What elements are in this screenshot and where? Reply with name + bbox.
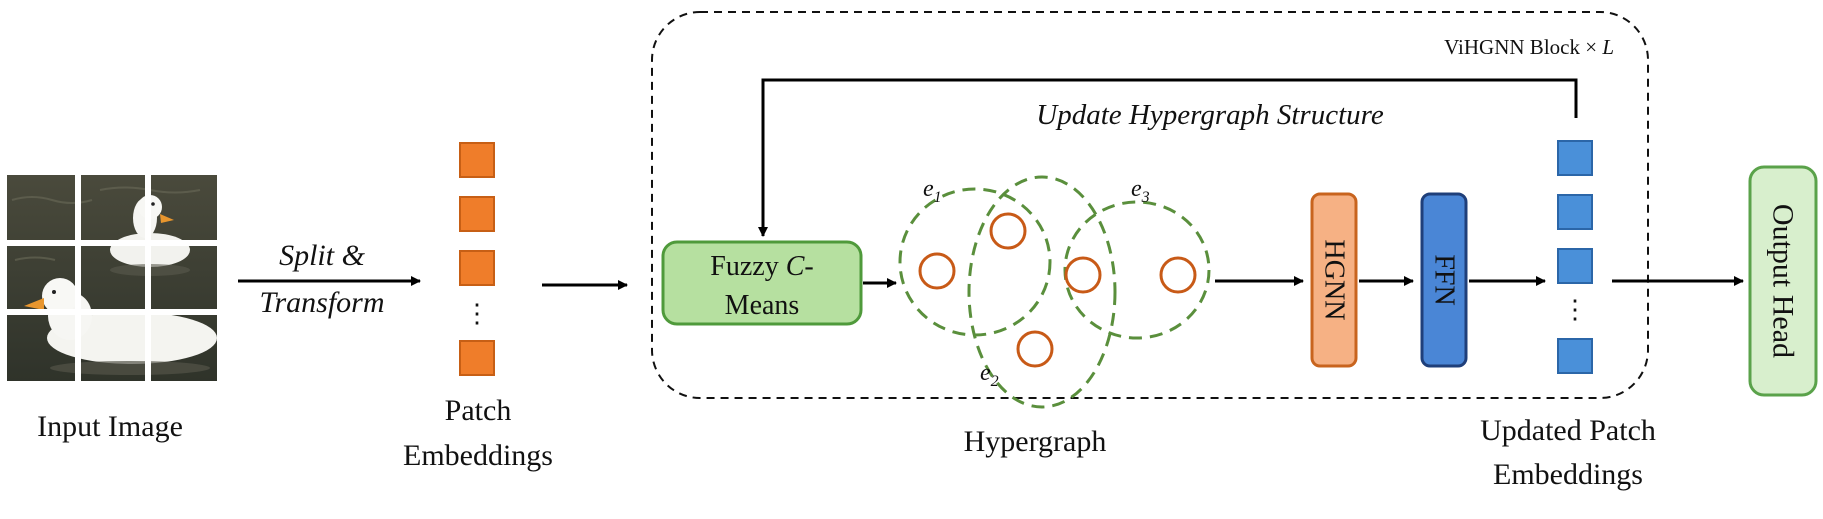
hypergraph-label: Hypergraph <box>964 425 1107 458</box>
duck-large <box>24 278 217 375</box>
updated-patch-embeddings: ⋮ <box>1557 140 1593 374</box>
patch-label-2: Embeddings <box>403 439 553 472</box>
fuzzy-label-1: Fuzzy C- <box>710 251 813 282</box>
hypergraph-node <box>1159 256 1197 294</box>
ffn-label: FFN <box>1429 254 1460 305</box>
patch-token <box>459 196 495 232</box>
input-image <box>7 175 217 381</box>
input-image-label: Input Image <box>37 410 183 443</box>
hypergraph-node <box>1064 256 1102 294</box>
hypergraph-node <box>989 212 1027 250</box>
patch-grid <box>7 175 217 381</box>
updated-patch-token <box>1557 194 1593 230</box>
update-hypergraph-label: Update Hypergraph Structure <box>1036 99 1384 131</box>
update-structure-loop-arrow <box>758 78 1578 237</box>
output-head-label: Output Head <box>1767 204 1800 358</box>
hgnn-box <box>1310 192 1358 368</box>
hypergraph-node <box>918 252 956 290</box>
updated-patch-token <box>1557 338 1593 374</box>
output-head-box <box>1748 165 1818 397</box>
updated-patch-token <box>1557 140 1593 176</box>
patch-ellipsis: ⋮ <box>464 299 490 328</box>
patch-embeddings: ⋮ <box>459 142 495 376</box>
updated-patch-ellipsis: ⋮ <box>1562 295 1588 324</box>
vihgnn-block-border <box>651 11 1649 399</box>
updated-label-1: Updated Patch <box>1480 414 1656 447</box>
patch-token <box>459 142 495 178</box>
updated-label-2: Embeddings <box>1493 458 1643 491</box>
updated-patch-token <box>1557 248 1593 284</box>
patch-token <box>459 340 495 376</box>
hyperedge-e2 <box>967 175 1117 409</box>
hyperedge-label-e3: e3 <box>1131 176 1150 206</box>
ffn-box <box>1420 192 1468 368</box>
split-label: Split & <box>279 239 366 272</box>
patch-token <box>459 250 495 286</box>
fuzzy-label-2: Means <box>725 290 800 321</box>
hyperedge-e3 <box>1063 200 1211 340</box>
transform-label: Transform <box>259 286 384 319</box>
hyperedge-label-e2: e2 <box>980 360 999 390</box>
hypergraph-node <box>1016 330 1054 368</box>
patch-label-1: Patch <box>445 394 512 427</box>
hyperedge-label-e1: e1 <box>923 176 942 206</box>
vihgnn-block-title: ViHGNN Block × L <box>1444 35 1614 59</box>
fuzzy-c-means-box <box>661 240 863 326</box>
hgnn-label: HGNN <box>1319 240 1350 321</box>
hypergraph <box>898 175 1211 409</box>
